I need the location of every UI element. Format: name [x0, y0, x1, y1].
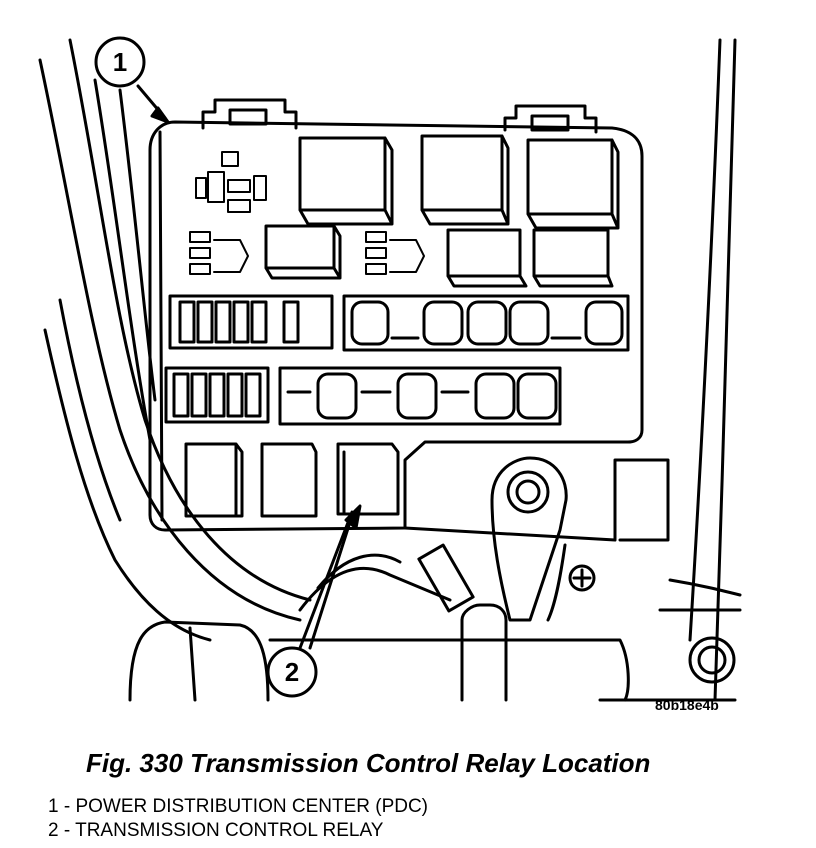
- legend-item-1: 1 - POWER DISTRIBUTION CENTER (PDC): [48, 796, 429, 817]
- body-panel: [598, 38, 742, 702]
- transmission-control-relay: [336, 442, 400, 516]
- fuse-strips: [164, 294, 630, 426]
- figure-caption: Fig. 330 Transmission Control Relay Loca…: [86, 748, 651, 778]
- legend-item-2: 2 - TRANSMISSION CONTROL RELAY: [48, 820, 384, 841]
- image-code: 80b18e4b: [655, 697, 719, 713]
- pdc-housing: [148, 98, 670, 622]
- wiring-harness: [38, 38, 312, 642]
- pdc-line-drawing: 1 2: [38, 36, 742, 702]
- callout-1: 1: [94, 36, 146, 88]
- legend: 1 - POWER DISTRIBUTION CENTER (PDC) 2 - …: [48, 795, 428, 843]
- callout-2-label: 2: [285, 657, 299, 687]
- callout-2: 2: [266, 646, 318, 698]
- ground-stud: [490, 456, 736, 684]
- lower-relays: [184, 442, 400, 518]
- callout-1-label: 1: [113, 47, 127, 77]
- fuse-symbols: [189, 151, 425, 275]
- leader-lines: [136, 84, 362, 650]
- relay-blocks: [264, 134, 620, 288]
